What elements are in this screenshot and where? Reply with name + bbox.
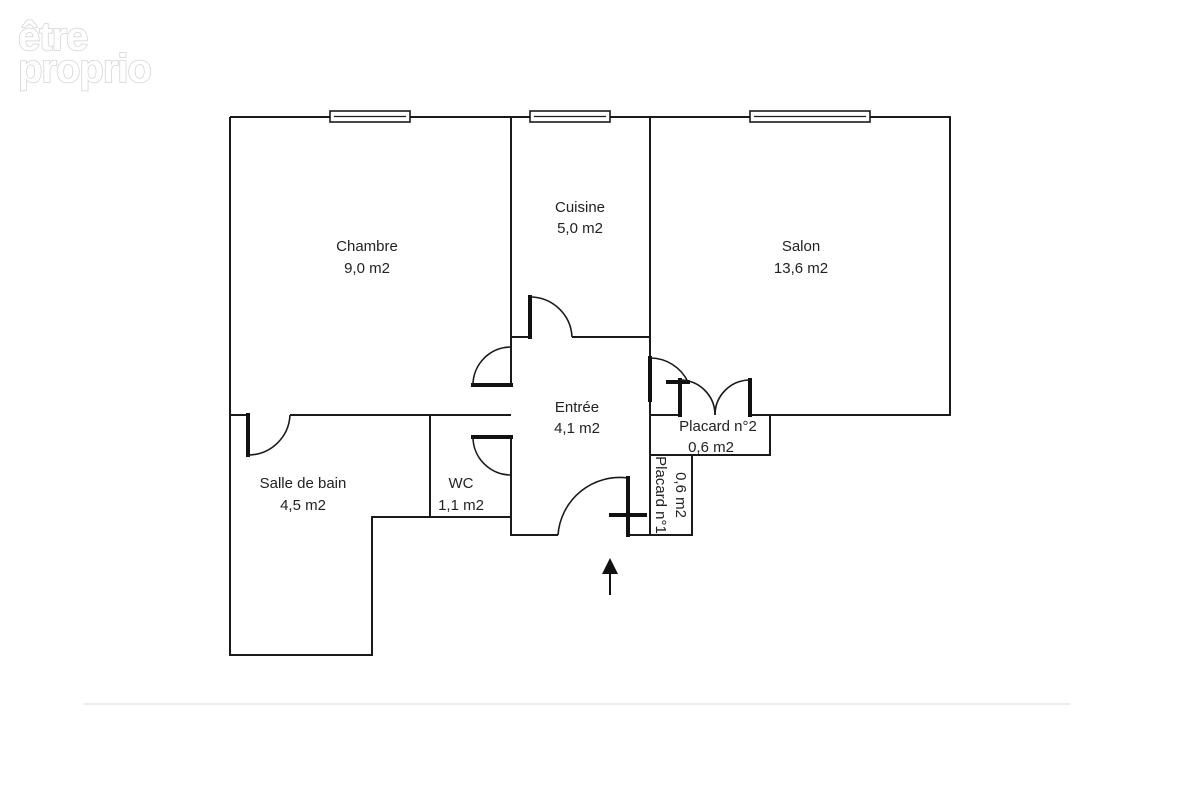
brand-logo-line2: proprio — [18, 47, 151, 91]
wc-bottom-wall — [430, 516, 558, 536]
room-area-wc: 1,1 m2 — [438, 497, 484, 514]
entrance-arrow — [602, 558, 618, 595]
door-cuisine — [528, 295, 573, 339]
window-chambre — [329, 110, 411, 123]
room-area-cuisine: 5,0 m2 — [557, 220, 603, 237]
brand-logo: être proprio — [17, 14, 152, 92]
room-area-entree: 4,1 m2 — [554, 420, 600, 437]
window-salon — [749, 110, 871, 123]
door-entrance — [557, 476, 647, 537]
room-name-chambre: Chambre — [336, 238, 398, 255]
room-area-placard2: 0,6 m2 — [688, 439, 734, 456]
room-label-placard1: Placard n°1 0,6 m2 — [652, 456, 689, 534]
doors — [246, 295, 752, 537]
outer-wall-top-right — [230, 116, 951, 536]
door-chambre-entree — [471, 346, 513, 476]
room-area-placard1: 0,6 m2 — [672, 472, 689, 518]
door-placard2 — [678, 378, 752, 417]
room-name-salle-de-bain: Salle de bain — [260, 475, 347, 492]
outer-wall-left — [229, 117, 430, 656]
window-cuisine — [529, 110, 611, 123]
room-name-placard2: Placard n°2 — [679, 418, 757, 435]
walls — [229, 116, 951, 656]
room-name-placard1: Placard n°1 — [652, 456, 669, 534]
windows — [329, 110, 871, 123]
room-name-salon: Salon — [782, 238, 820, 255]
room-name-wc: WC — [449, 475, 474, 492]
room-area-chambre: 9,0 m2 — [344, 260, 390, 277]
brand-logo-line1: être — [18, 15, 87, 59]
room-area-salle-de-bain: 4,5 m2 — [280, 497, 326, 514]
door-salon-entree — [648, 356, 690, 402]
room-name-entree: Entrée — [555, 399, 599, 416]
room-name-cuisine: Cuisine — [555, 199, 605, 216]
room-area-salon: 13,6 m2 — [774, 260, 828, 277]
door-salle-de-bain — [246, 413, 291, 457]
room-labels: Chambre 9,0 m2 Cuisine 5,0 m2 Salon 13,6… — [260, 199, 828, 534]
